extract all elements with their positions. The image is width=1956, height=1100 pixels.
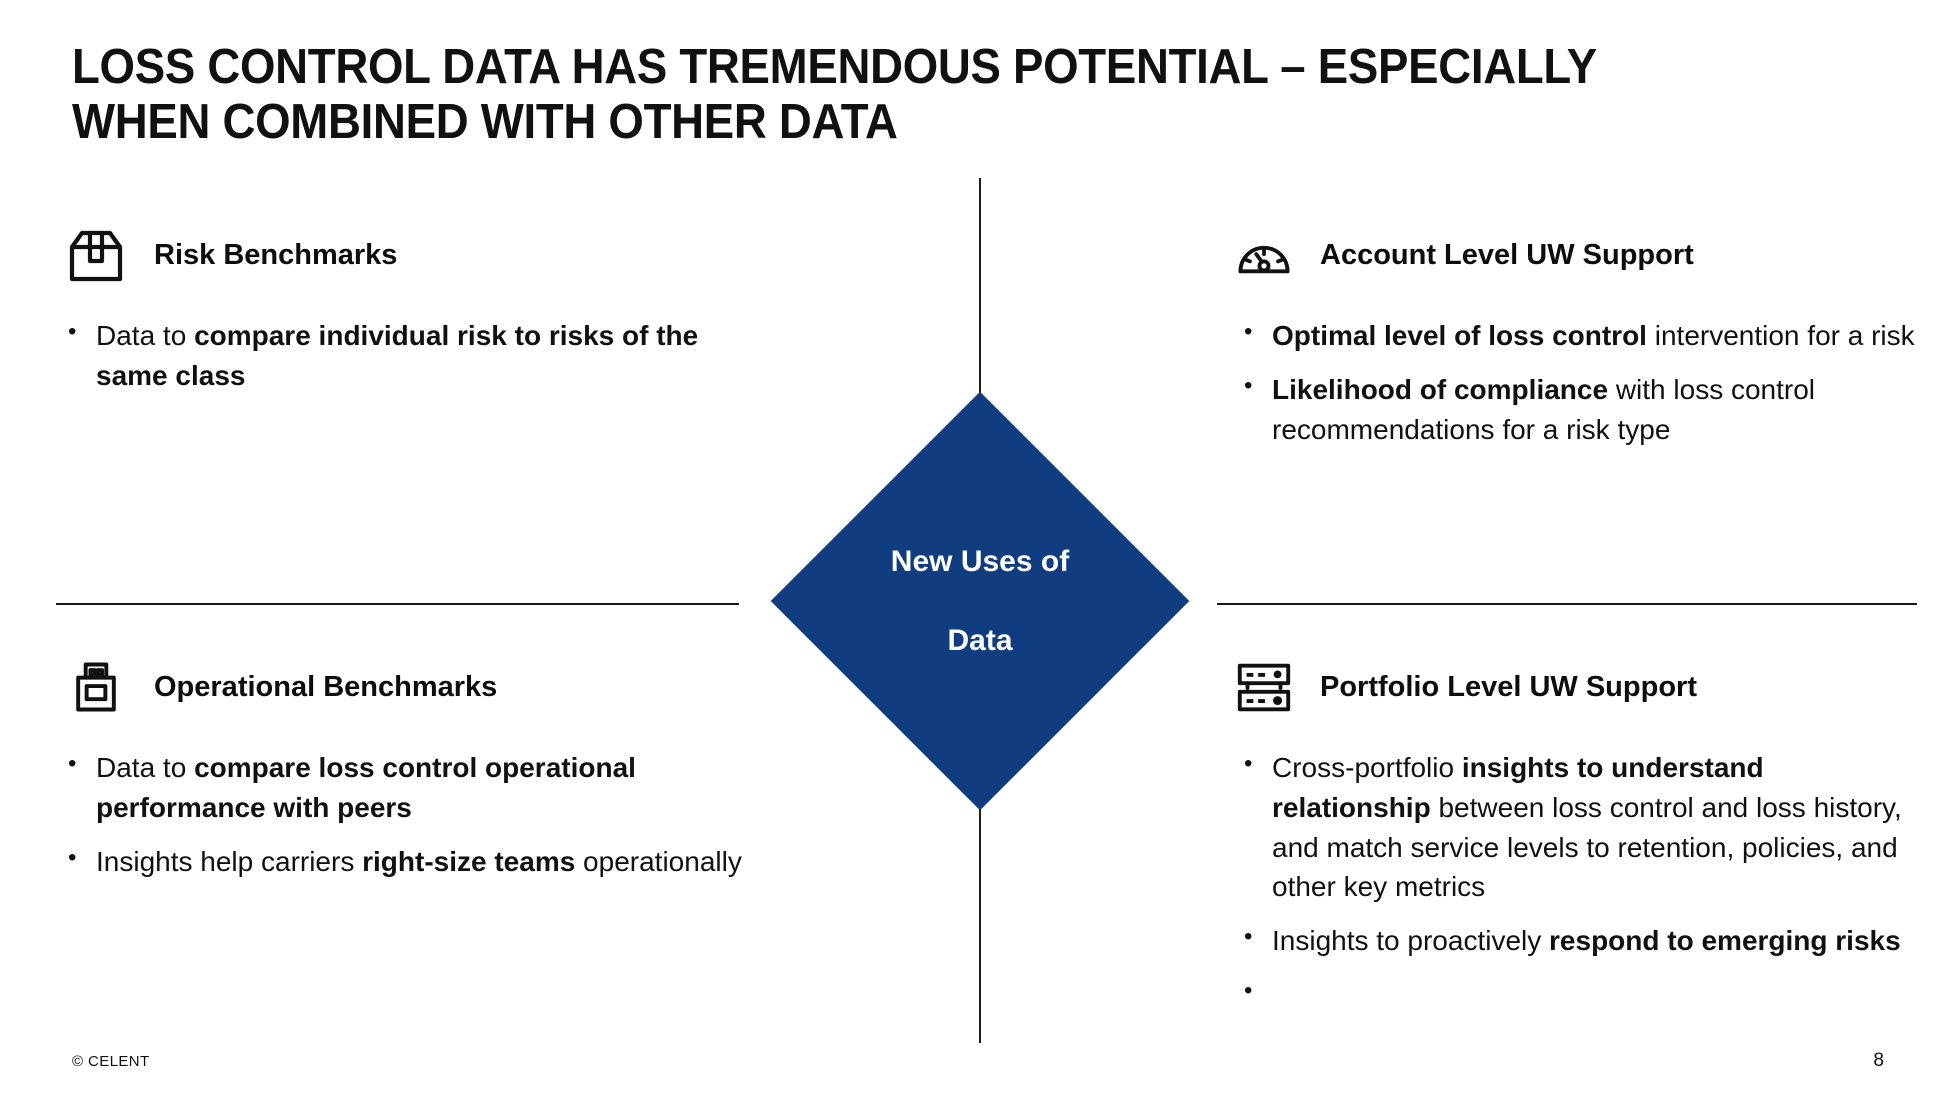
emphasis-text: Likelihood of compliance [1272, 373, 1609, 405]
quadrant-risk-benchmarks: Risk Benchmarks Data to compare individu… [60, 218, 750, 518]
list-item: Optimal level of loss control interventi… [1236, 315, 1928, 356]
package-box-icon [60, 219, 132, 291]
list-item [1236, 974, 1928, 1008]
list-item: Cross-portfolio insights to understand r… [1236, 747, 1928, 907]
diamond-shape [770, 391, 1190, 811]
quadrant-header: Operational Benchmarks [60, 650, 750, 724]
divider-horizontal-right [1217, 603, 1917, 605]
quadrant-header: Account Level UW Support [1228, 218, 1928, 292]
list-item: Insights to proactively respond to emerg… [1236, 920, 1928, 961]
divider-vertical-bottom [979, 778, 981, 1043]
emphasis-text: right-size teams [362, 845, 576, 877]
quadrant-account-level-uw-support: Account Level UW Support Optimal level o… [1228, 218, 1928, 518]
bullet-list: Data to compare loss control operational… [60, 747, 750, 882]
quadrant-title: Account Level UW Support [1320, 238, 1694, 271]
page-title: LOSS CONTROL DATA HAS TREMENDOUS POTENTI… [72, 40, 1597, 149]
body-text: operationally [575, 845, 742, 877]
quadrant-title: Risk Benchmarks [154, 238, 398, 271]
list-item: Likelihood of compliance with loss contr… [1236, 369, 1928, 450]
server-rack-icon [1228, 651, 1300, 723]
body-text: between loss control and loss history, a… [1272, 791, 1902, 903]
emphasis-text: compare individual risk to risks of the … [96, 320, 699, 391]
divider-horizontal-left [56, 603, 739, 605]
emphasis-text: respond to emerging risks [1549, 925, 1901, 956]
body-text: with loss control recommendations for a … [1272, 373, 1816, 445]
body-text: Insights help carriers [96, 845, 363, 877]
quadrant-header: Risk Benchmarks [60, 218, 750, 292]
body-text: Cross-portfolio [1272, 752, 1462, 783]
quadrant-title: Operational Benchmarks [154, 670, 498, 703]
emphasis-text: insights to understand relationship [1272, 752, 1764, 823]
page-number: 8 [1873, 1050, 1884, 1071]
quadrant-title: Portfolio Level UW Support [1320, 670, 1697, 703]
center-diamond: New Uses of Data [770, 391, 1190, 811]
usb-drive-icon [60, 651, 132, 723]
body-text: Data to [96, 752, 195, 783]
emphasis-text: compare loss control operational perform… [96, 752, 636, 823]
bullet-list: Cross-portfolio insights to understand r… [1236, 747, 1928, 1008]
body-text: Data to [96, 320, 195, 351]
list-item: Data to compare loss control operational… [60, 747, 750, 828]
quadrant-portfolio-level-uw-support: Portfolio Level UW Support Cross-portfol… [1228, 650, 1928, 1030]
quadrant-header: Portfolio Level UW Support [1228, 650, 1928, 724]
body-text: intervention for a risk [1646, 320, 1915, 351]
bullet-list: Optimal level of loss control interventi… [1236, 315, 1928, 450]
body-text: Insights to proactively [1272, 925, 1550, 956]
list-item: Data to compare individual risk to risks… [60, 315, 750, 396]
speedometer-gauge-icon [1228, 219, 1300, 291]
list-item: Insights help carriers right-size teams … [60, 841, 750, 882]
bullet-list: Data to compare individual risk to risks… [60, 315, 750, 396]
emphasis-text: Optimal level of loss control [1272, 320, 1647, 351]
quadrant-operational-benchmarks: Operational Benchmarks Data to compare l… [60, 650, 750, 1030]
divider-vertical-top [979, 178, 981, 425]
copyright-footer: © CELENT [72, 1053, 150, 1070]
